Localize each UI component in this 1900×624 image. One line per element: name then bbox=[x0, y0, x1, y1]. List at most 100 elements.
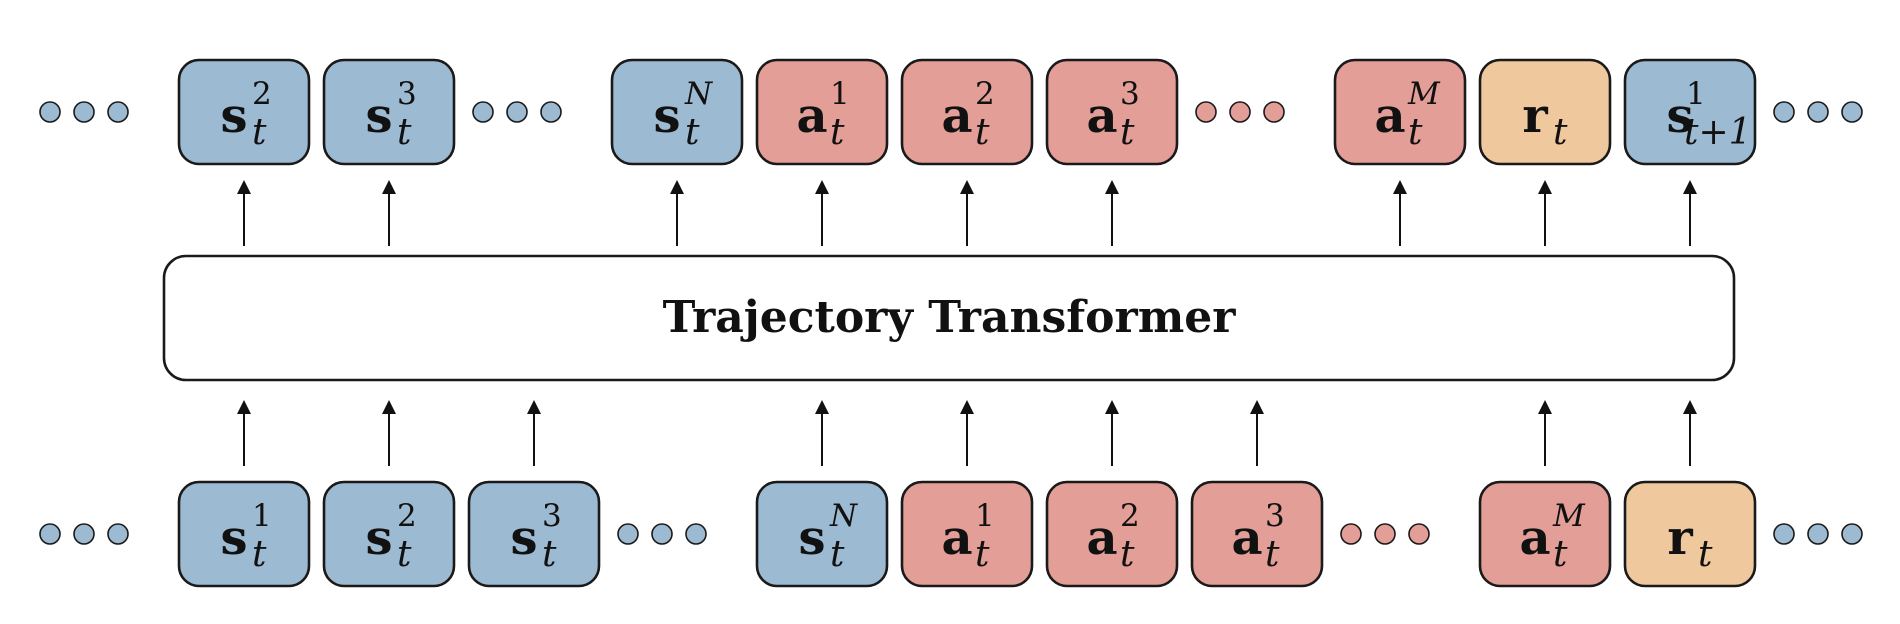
ellipsis-dot bbox=[1340, 523, 1362, 545]
token-subscript: t bbox=[1120, 534, 1135, 575]
token-label: s bbox=[220, 88, 247, 144]
ellipsis-dot bbox=[472, 101, 494, 123]
token-label: a bbox=[1086, 88, 1117, 144]
token-label: r bbox=[1667, 510, 1693, 566]
token-base: a bbox=[1519, 510, 1550, 566]
token-superscript: 2 bbox=[1120, 498, 1140, 534]
arrow bbox=[1683, 180, 1697, 246]
token-box bbox=[1190, 480, 1324, 588]
token-base: a bbox=[1086, 88, 1117, 144]
token-label: s bbox=[365, 510, 392, 566]
arrow-head bbox=[815, 180, 829, 194]
arrows bbox=[237, 180, 1697, 466]
token-label: s bbox=[365, 88, 392, 144]
token-base: s bbox=[653, 88, 680, 144]
token-subscript: t bbox=[1120, 112, 1135, 153]
ellipsis-dot bbox=[1807, 523, 1829, 545]
transformer-label: Trajectory Transformer bbox=[663, 292, 1237, 343]
token-superscript: 1 bbox=[1686, 76, 1706, 112]
ellipsis-dot bbox=[107, 523, 129, 545]
token-superscript: 2 bbox=[397, 498, 417, 534]
trajectory-transformer-block: Trajectory Transformer bbox=[162, 254, 1736, 382]
ellipsis-dot bbox=[1263, 101, 1285, 123]
ellipsis-dot bbox=[651, 523, 673, 545]
token-base: a bbox=[941, 88, 972, 144]
token-box bbox=[322, 480, 456, 588]
token-box bbox=[1333, 58, 1467, 166]
token-superscript: N bbox=[684, 76, 714, 112]
arrow bbox=[670, 180, 684, 246]
token-base: r bbox=[1667, 510, 1693, 566]
token-label: a bbox=[1086, 510, 1117, 566]
token-subscript: t bbox=[975, 534, 990, 575]
token-box bbox=[1045, 58, 1179, 166]
arrow-head bbox=[1683, 400, 1697, 414]
token-box bbox=[900, 480, 1034, 588]
arrow bbox=[237, 180, 251, 246]
ellipsis-dot bbox=[617, 523, 639, 545]
arrow bbox=[382, 400, 396, 466]
token-base: a bbox=[1231, 510, 1262, 566]
ellipsis-dot bbox=[1408, 523, 1430, 545]
ellipsis-dot bbox=[107, 101, 129, 123]
arrow bbox=[1393, 180, 1407, 246]
token-label: s bbox=[798, 510, 825, 566]
ellipsis-dot bbox=[73, 523, 95, 545]
arrow bbox=[237, 400, 251, 466]
arrow bbox=[1105, 400, 1119, 466]
token-superscript: 2 bbox=[252, 76, 272, 112]
token-base: r bbox=[1522, 88, 1548, 144]
token-subscript: t bbox=[830, 534, 845, 575]
token-base: s bbox=[220, 88, 247, 144]
ellipsis-dot bbox=[1807, 101, 1829, 123]
ellipsis-dot bbox=[1773, 101, 1795, 123]
ellipsis-dot bbox=[39, 101, 61, 123]
token-box bbox=[322, 58, 456, 166]
token-label: r bbox=[1522, 88, 1548, 144]
arrow-head bbox=[960, 180, 974, 194]
arrow bbox=[815, 400, 829, 466]
token-box bbox=[610, 58, 744, 166]
token-box bbox=[177, 480, 311, 588]
arrow bbox=[960, 400, 974, 466]
token-base: a bbox=[1086, 510, 1117, 566]
token-box bbox=[1478, 480, 1612, 588]
state-token: st+11 bbox=[1623, 58, 1757, 166]
arrow-head bbox=[1683, 180, 1697, 194]
arrow-head bbox=[527, 400, 541, 414]
token-base: s bbox=[365, 88, 392, 144]
token-base: s bbox=[220, 510, 247, 566]
ellipsis-dot bbox=[1229, 101, 1251, 123]
token-superscript: 1 bbox=[830, 76, 850, 112]
ellipsis-dot bbox=[1841, 101, 1863, 123]
token-box bbox=[177, 58, 311, 166]
token-box bbox=[467, 480, 601, 588]
arrow bbox=[382, 180, 396, 246]
token-subscript: t bbox=[542, 534, 557, 575]
token-subscript: t bbox=[1698, 534, 1713, 575]
token-label: s bbox=[653, 88, 680, 144]
arrow-head bbox=[1538, 400, 1552, 414]
arrow bbox=[527, 400, 541, 466]
token-box bbox=[900, 58, 1034, 166]
token-subscript: t bbox=[975, 112, 990, 153]
ellipsis-dots bbox=[1340, 523, 1430, 545]
token-box bbox=[755, 58, 889, 166]
arrow-head bbox=[382, 180, 396, 194]
token-label: s bbox=[1666, 88, 1693, 144]
ellipsis-dot bbox=[39, 523, 61, 545]
arrow bbox=[1538, 400, 1552, 466]
token-superscript: M bbox=[1407, 76, 1441, 112]
token-base: s bbox=[365, 510, 392, 566]
token-subscript: t bbox=[252, 112, 267, 153]
